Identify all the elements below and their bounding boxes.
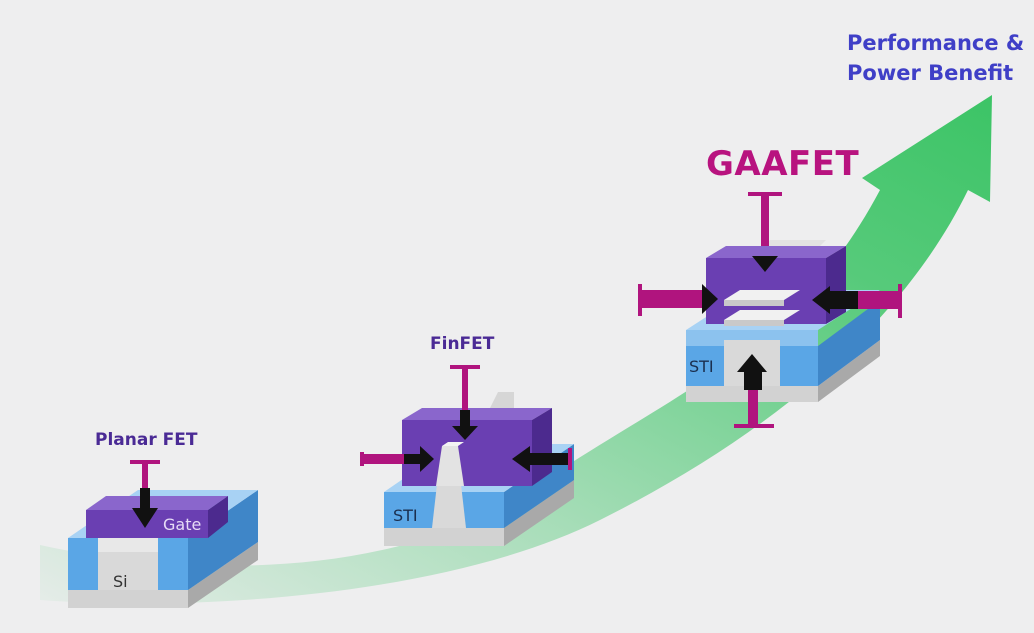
finfet-label: FinFET [430,334,495,354]
title-line-1: Performance & [847,31,1025,55]
gaafet-label: GAAFET [706,144,860,184]
gate-label: Gate [163,515,202,534]
planar-fet-label: Planar FET [95,430,198,450]
finfet-sti-label: STI [393,506,418,525]
planar-fet-device [68,460,258,608]
gaafet-sti-label: STI [689,357,714,376]
si-label: Si [113,572,128,591]
finfet-device [360,365,574,546]
gaafet-device [638,192,902,428]
title-line-2: Power Benefit [847,61,1014,85]
